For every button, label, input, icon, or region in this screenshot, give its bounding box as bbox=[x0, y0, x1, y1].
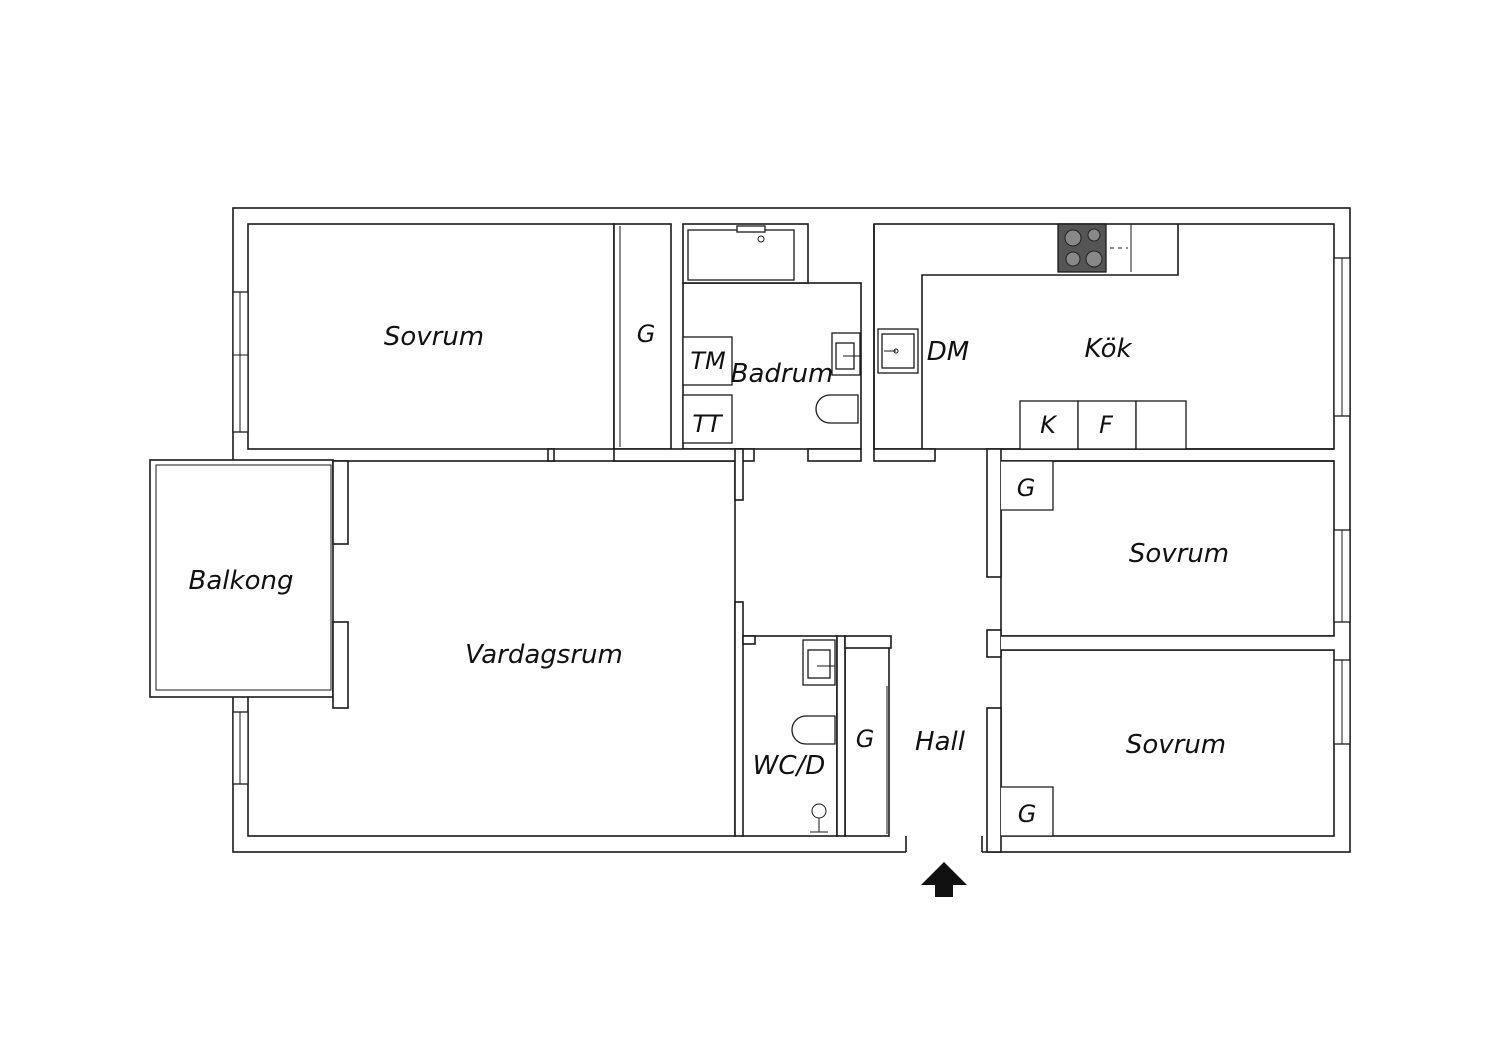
window-left-2 bbox=[232, 711, 249, 785]
label-closet-bottomright: G bbox=[1018, 800, 1037, 828]
label-sovrum-topleft: Sovrum bbox=[384, 322, 484, 352]
window-right-3 bbox=[1333, 659, 1351, 745]
label-f: F bbox=[1099, 411, 1114, 439]
label-tt: TT bbox=[692, 410, 724, 438]
label-k: K bbox=[1040, 411, 1058, 439]
closet-topleft bbox=[613, 223, 672, 450]
wc-toilet-icon bbox=[791, 715, 836, 745]
label-closet-midright: G bbox=[1017, 474, 1036, 502]
label-badrum: Badrum bbox=[731, 359, 834, 389]
bathtub-icon bbox=[687, 225, 795, 281]
window-right-1 bbox=[1333, 257, 1351, 417]
window-left-1 bbox=[232, 291, 249, 433]
label-vardagsrum: Vardagsrum bbox=[465, 640, 623, 670]
label-wc: WC/D bbox=[753, 751, 826, 781]
entrance-arrow-icon bbox=[921, 862, 967, 897]
room-sovrum-midright bbox=[1000, 460, 1335, 637]
room-sovrum-topleft bbox=[247, 223, 615, 450]
label-hall: Hall bbox=[915, 727, 966, 757]
closet-hall bbox=[844, 645, 890, 837]
wc-sink-icon bbox=[802, 639, 836, 686]
label-closet-topleft: G bbox=[637, 320, 656, 348]
sink-icon bbox=[831, 332, 861, 376]
kitchen-sink-icon bbox=[877, 328, 919, 374]
balcony bbox=[149, 459, 334, 698]
shower-icon bbox=[810, 803, 828, 833]
label-closet-hall: G bbox=[856, 725, 875, 753]
entrance-gap bbox=[906, 834, 982, 856]
label-balkong: Balkong bbox=[189, 566, 294, 596]
label-sovrum-bottomright: Sovrum bbox=[1126, 730, 1226, 760]
label-tm: TM bbox=[690, 347, 726, 375]
window-right-2 bbox=[1333, 529, 1351, 623]
label-sovrum-midright: Sovrum bbox=[1129, 539, 1229, 569]
label-dm: DM bbox=[927, 337, 969, 367]
room-hall bbox=[742, 461, 989, 636]
kitchen-counter bbox=[873, 224, 1179, 449]
label-kok: Kök bbox=[1084, 334, 1132, 364]
toilet-icon bbox=[815, 394, 859, 424]
